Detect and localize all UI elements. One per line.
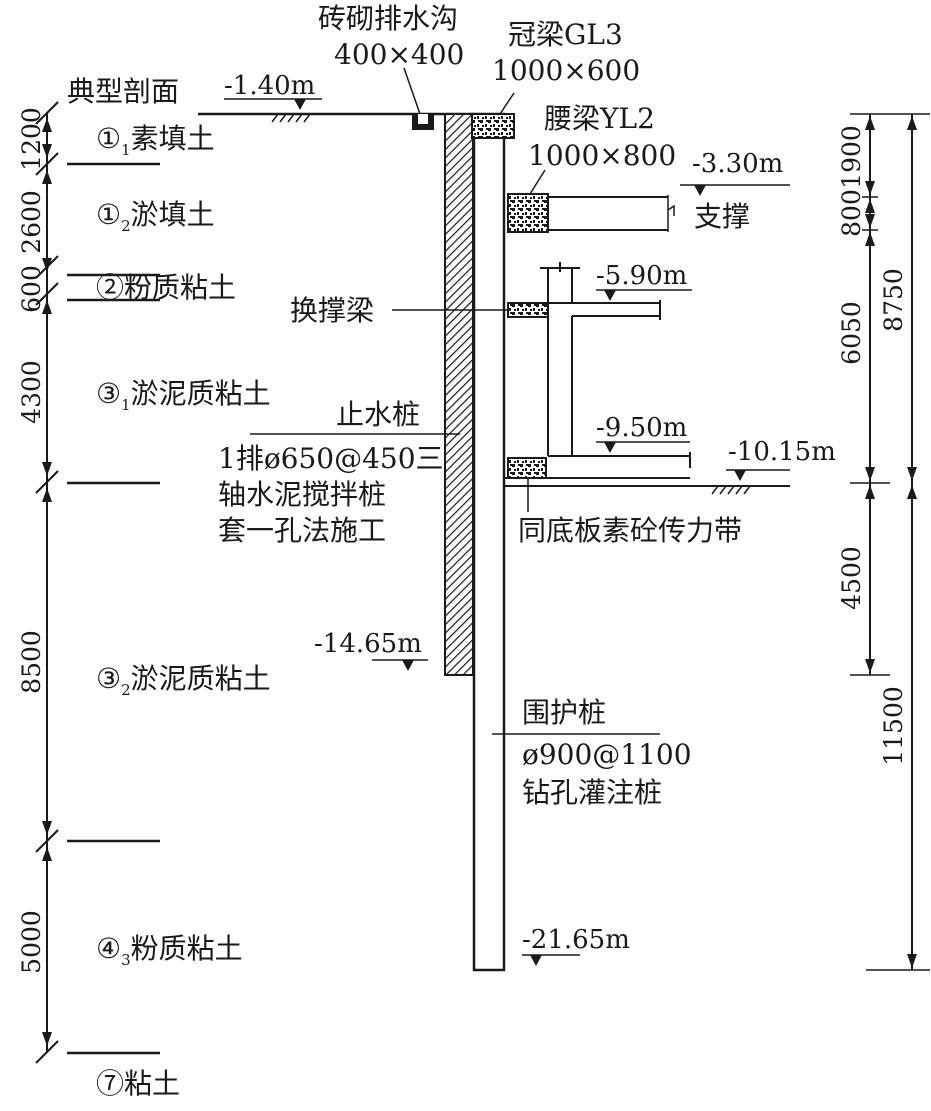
- retaining-pile-name: 围护桩: [522, 696, 606, 729]
- cutoff-pile-label: 止水桩 1排ø650@450三 轴水泥搅拌桩 套一孔法施工: [218, 398, 460, 547]
- rdim-800: 800: [837, 189, 866, 237]
- transfer-band-label: 同底板素砼传力带: [518, 514, 742, 547]
- soil-boundaries: [67, 162, 160, 1055]
- strut-label: 支撑: [694, 200, 750, 233]
- elev-1465-marker: -14.65m: [314, 629, 428, 671]
- cutoff-pile-line1: 1排ø650@450三: [218, 442, 444, 475]
- rdim-8750: 8750: [879, 268, 908, 332]
- elev-cutoff-bottom: -14.65m: [314, 629, 422, 659]
- soil-layer-5: ③2淤泥质粘土: [96, 662, 271, 699]
- drain-name: 砖砌排水沟: [318, 2, 458, 35]
- transfer-band: 同底板素砼传力带: [504, 457, 790, 547]
- replacement-beam: 换撑梁: [290, 294, 549, 327]
- cutoff-pile-line2: 轴水泥搅拌桩: [218, 478, 386, 511]
- replacement-beam-label: 换撑梁: [290, 294, 374, 327]
- soil-layer-3: ②粉质粘土: [96, 271, 236, 304]
- waist-beam-size: 1000×800: [528, 139, 676, 172]
- soil-dimension-chain: 1200 2600 600 4300 8500 5000: [17, 101, 59, 1064]
- thickness-6: 5000: [17, 910, 46, 974]
- elev-ground: -1.40m: [224, 71, 315, 101]
- thickness-3: 600: [17, 265, 46, 313]
- thickness-4: 4300: [17, 360, 46, 424]
- waist-beam: [507, 193, 549, 233]
- soil-layer-2: ①2淤填土: [96, 198, 215, 235]
- drain-size: 400×400: [334, 38, 464, 71]
- elev-590-marker: -5.90m: [596, 261, 692, 301]
- elev-950-marker: -9.50m: [596, 413, 690, 453]
- crown-beam-size: 1000×600: [492, 54, 640, 87]
- cutoff-pile-line3: 套一孔法施工: [218, 514, 386, 547]
- soil-layer-1: ①1素填土: [96, 122, 215, 159]
- rdim-6050: 6050: [837, 301, 866, 365]
- strut: 支撑 -3.30m: [548, 149, 790, 233]
- retaining-pile: [472, 112, 506, 972]
- elev-excavation-bottom: -10.15m: [728, 437, 836, 467]
- retaining-pile-spec: ø900@1100: [522, 738, 692, 771]
- cutoff-pile: [444, 113, 474, 676]
- right-dimension-chains: 1900 800 6050 4500 8750 11500: [837, 113, 930, 971]
- elev-support2: -5.90m: [596, 261, 687, 291]
- thickness-1: 1200: [17, 107, 46, 171]
- elev-2165-marker: -21.65m: [522, 925, 630, 966]
- cutoff-pile-name: 止水桩: [336, 398, 420, 431]
- rdim-11500: 11500: [879, 686, 908, 766]
- crown-beam: [471, 113, 515, 139]
- thickness-2: 2600: [17, 190, 46, 254]
- elev-1015-marker: -10.15m: [711, 437, 836, 495]
- retaining-pile-label: 围护桩 ø900@1100 钻孔灌注桩: [492, 696, 692, 809]
- rdim-1900: 1900: [837, 125, 866, 189]
- ground-surface: -1.40m: [198, 71, 474, 123]
- brick-drain: 砖砌排水沟 400×400: [318, 2, 464, 130]
- retaining-pile-type: 钻孔灌注桩: [522, 776, 662, 809]
- internal-structure: [540, 262, 691, 468]
- rdim-4500: 4500: [837, 546, 866, 610]
- soil-layer-6: ④3粉质粘土: [96, 932, 243, 969]
- elev-support3: -9.50m: [596, 413, 687, 443]
- soil-layer-4: ③1淤泥质粘土: [96, 377, 271, 414]
- soil-layer-7: ⑦粘土: [96, 1067, 180, 1100]
- crown-beam-name: 冠梁GL3: [508, 18, 623, 51]
- elev-retaining-bottom: -21.65m: [522, 925, 630, 955]
- section-title: 典型剖面: [67, 75, 179, 108]
- elev-support1: -3.30m: [692, 149, 783, 179]
- thickness-5: 8500: [17, 630, 46, 694]
- waist-beam-name: 腰梁YL2: [544, 102, 655, 135]
